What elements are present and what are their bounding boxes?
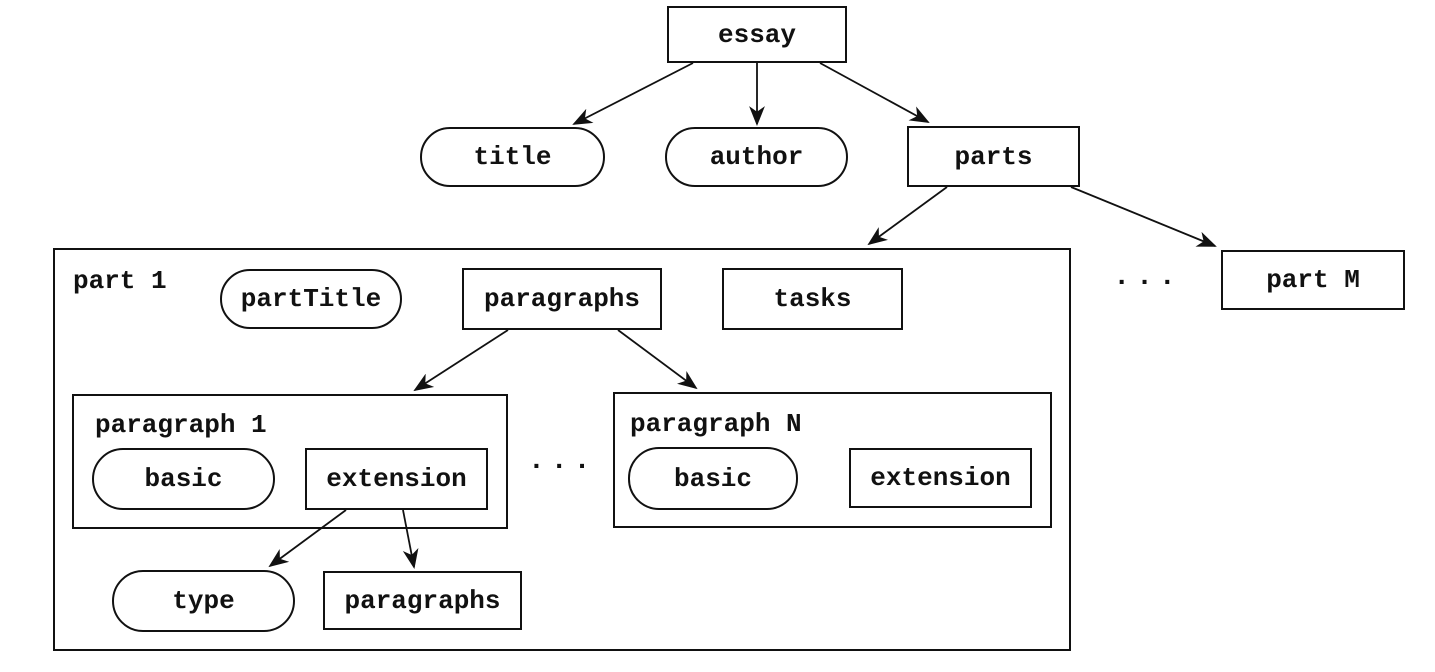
node-type-label: type [172, 586, 235, 616]
node-parts-label: parts [954, 141, 1033, 172]
node-extension-n: extension [849, 448, 1032, 508]
node-extension-1: extension [305, 448, 488, 510]
node-extension-n-label: extension [870, 463, 1011, 493]
node-essay: essay [667, 6, 847, 63]
node-title-label: title [473, 142, 552, 172]
node-title: title [420, 127, 605, 187]
edge-parts-to-part-1 [867, 186, 948, 246]
node-paragraphs: paragraphs [462, 268, 662, 330]
node-part-title: partTitle [220, 269, 402, 329]
node-paragraphs-ext-label: paragraphs [344, 585, 501, 616]
ellipsis-paragraphs: ... [528, 446, 597, 477]
node-type: type [112, 570, 295, 632]
ellipsis-parts: ... [1113, 262, 1182, 293]
node-tasks-label: tasks [773, 284, 852, 314]
node-basic-1-label: basic [144, 464, 223, 494]
node-author-label: author [709, 142, 804, 172]
edge-parts-to-part-M [1070, 186, 1217, 247]
node-part-title-label: partTitle [240, 284, 382, 314]
edge-essay-to-title [572, 62, 694, 125]
node-paragraphs-label: paragraphs [483, 284, 641, 314]
node-extension-1-label: extension [326, 464, 467, 494]
node-basic-n-label: basic [673, 463, 752, 494]
node-basic-1: basic [92, 448, 275, 510]
node-paragraphs-ext: paragraphs [323, 571, 522, 630]
node-parts: parts [907, 126, 1080, 187]
group-paragraph-1-label: paragraph 1 [95, 410, 267, 440]
node-part-m: part M [1221, 250, 1405, 310]
node-author: author [665, 127, 848, 187]
node-part-m-label: part M [1266, 265, 1360, 295]
group-part-1-label: part 1 [73, 266, 167, 296]
group-paragraph-n [613, 392, 1052, 528]
node-essay-label: essay [717, 19, 796, 50]
node-basic-n: basic [628, 447, 798, 510]
group-part-1 [53, 248, 1071, 651]
node-tasks: tasks [722, 268, 903, 330]
group-paragraph-n-label: paragraph N [630, 409, 802, 439]
edge-essay-to-parts [819, 62, 930, 123]
